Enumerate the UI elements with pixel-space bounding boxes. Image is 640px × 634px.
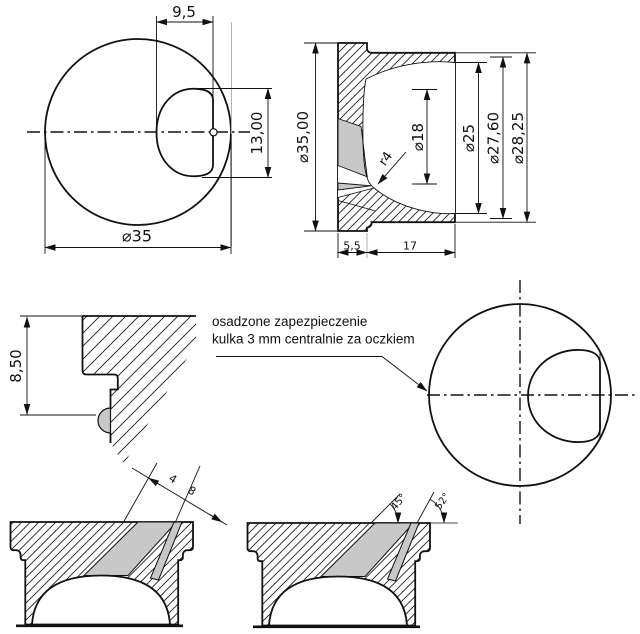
dim-text-d35-00: ⌀35,00 [294,111,312,163]
note-leader-line [216,356,428,392]
slot-part [9,520,195,628]
bore-wall-edge [362,78,456,215]
dim-text-d35: ⌀35 [122,227,152,246]
view-slot-angles: 45° 52° [246,491,458,629]
view-main-section: ⌀35,00 ⌀18 r4 ⌀25 ⌀27,60 [294,42,536,258]
bore-top-edge [365,61,456,80]
note-line-1: osadzone zapezpieczenie [212,314,367,329]
eyelet-outline [155,87,214,178]
funnel-lower-edge [337,187,375,198]
dim-text-9-5: 9,5 [172,3,196,21]
dim-text-d25: ⌀25 [460,124,478,152]
dim-opening: ⌀18 [409,89,437,185]
dim-eyelet-height: 13,00 [198,88,272,178]
narrow-slot-shaded [337,182,372,191]
dim-text-45deg: 45° [389,492,409,513]
eyelet-outline [527,349,601,443]
view-slot-widths: 4 8 [9,462,228,628]
dim-text-52deg: 52° [433,491,452,512]
view-rear-circle [427,280,638,524]
dim-text-17: 17 [403,240,417,253]
dim-bore: ⌀25 [456,62,487,214]
dim-eyelet-width: 9,5 [156,3,214,126]
dim-text-d18: ⌀18 [409,123,427,151]
dim-step-height: 8,50 [7,316,96,416]
annotation-note: osadzone zapezpieczenie kulka 3 mm centr… [212,314,428,392]
dim-section-od: ⌀35,00 [294,42,337,232]
slot-part [246,521,432,629]
dim-text-d27-60: ⌀27,60 [485,112,503,164]
note-line-2: kulka 3 mm centralnie za oczkiem [212,332,415,347]
view-detail-step: 8,50 [7,315,196,464]
dim-text-8: 8 [185,484,198,499]
dim-outer-diameter: ⌀35 [44,134,232,254]
dim-slot-angles: 45° 52° [370,491,458,524]
dim-body-od: ⌀28,25 [456,52,536,223]
ball-half-section [97,407,112,434]
dim-lengths: 5,5 17 [337,224,456,258]
view-front-circle: 9,5 13,00 ⌀35 [27,3,272,254]
dim-text-8-50: 8,50 [7,349,25,382]
ball-seat-circle [209,128,218,137]
dim-text-d28-25: ⌀28,25 [509,112,527,164]
dim-text-5-5: 5,5 [343,240,361,253]
detail-profile [81,316,119,443]
dim-text-13-00: 13,00 [248,112,266,155]
dim-text-4: 4 [166,472,179,487]
dim-sphere: ⌀27,60 [485,56,512,219]
outer-circle [428,303,612,487]
detail-hatch-area [82,316,196,464]
hatch-boundary-line [337,200,376,212]
dim-slot-widths: 4 8 [122,462,228,526]
